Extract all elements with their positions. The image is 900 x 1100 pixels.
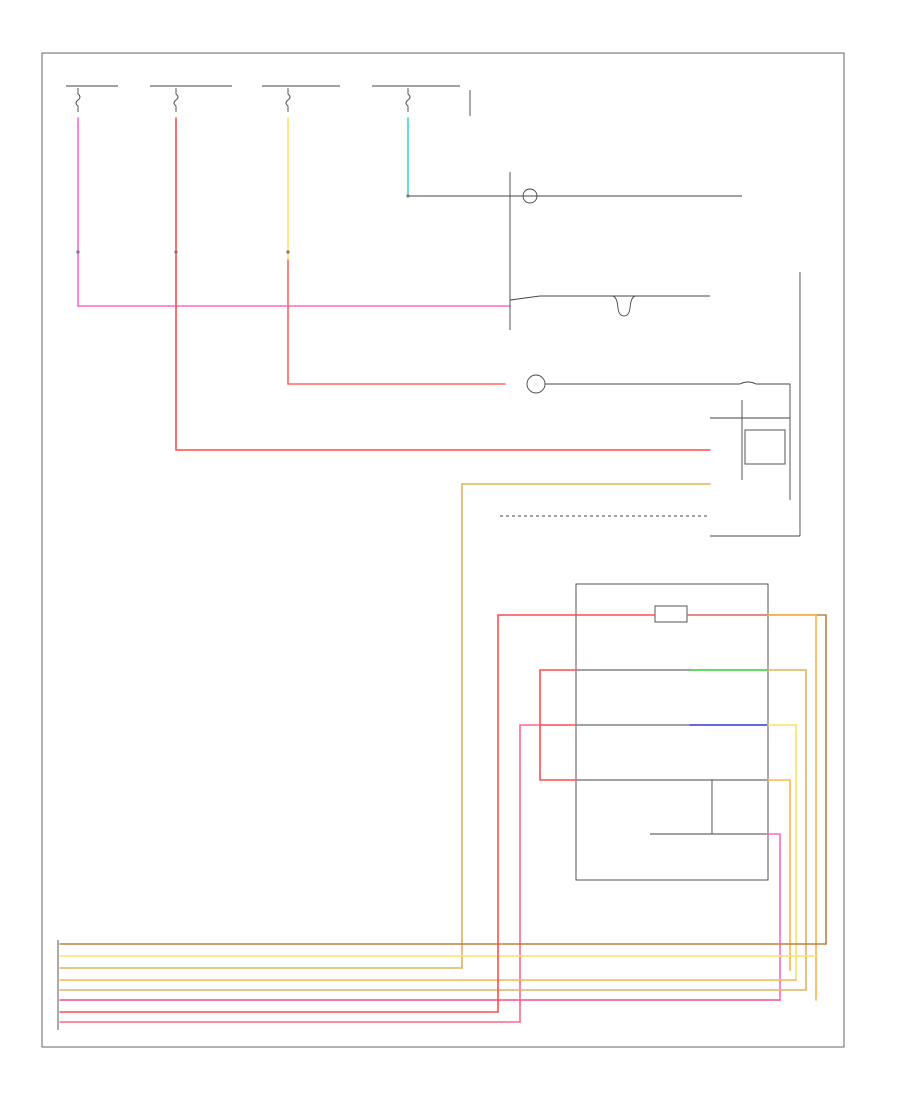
fuse-symbol-4 (405, 88, 411, 112)
module-pink-feed (59, 724, 541, 1023)
bus-red-loop (59, 614, 499, 1013)
switch-lead-1 (509, 295, 541, 301)
control-module (575, 583, 770, 881)
relay-box (744, 429, 786, 465)
module-right-orange (767, 779, 791, 971)
splice-dot-3 (286, 250, 290, 254)
connector-notch (611, 295, 637, 317)
switch-area-middle (526, 374, 791, 500)
module-box (575, 583, 769, 881)
module-right-tan (767, 669, 807, 991)
module-orange-right (767, 614, 817, 1001)
red-power-wire (175, 117, 711, 451)
splice-dot-2 (174, 250, 178, 254)
pink-power-wire (77, 117, 511, 307)
middle-lead-2 (739, 381, 791, 500)
fuse-symbol-1 (75, 88, 81, 112)
module-right-yellow (767, 724, 797, 981)
red-ignition-wire (287, 259, 506, 385)
fuse-symbol-3 (285, 88, 291, 112)
diagram-frame (41, 52, 845, 1048)
module-inner-box (654, 605, 688, 623)
fuse-group (75, 88, 471, 116)
sensor-symbol-2 (526, 374, 546, 394)
module-right-pink (59, 833, 781, 1001)
splice-dot-1 (76, 250, 80, 254)
switch-area-upper (509, 172, 801, 537)
sensor-symbol-1 (522, 188, 538, 204)
splice-dot-4 (406, 194, 410, 198)
tan-feed-wire (461, 483, 711, 969)
bottom-harness (57, 614, 827, 1030)
fuse-symbol-2 (173, 88, 179, 112)
